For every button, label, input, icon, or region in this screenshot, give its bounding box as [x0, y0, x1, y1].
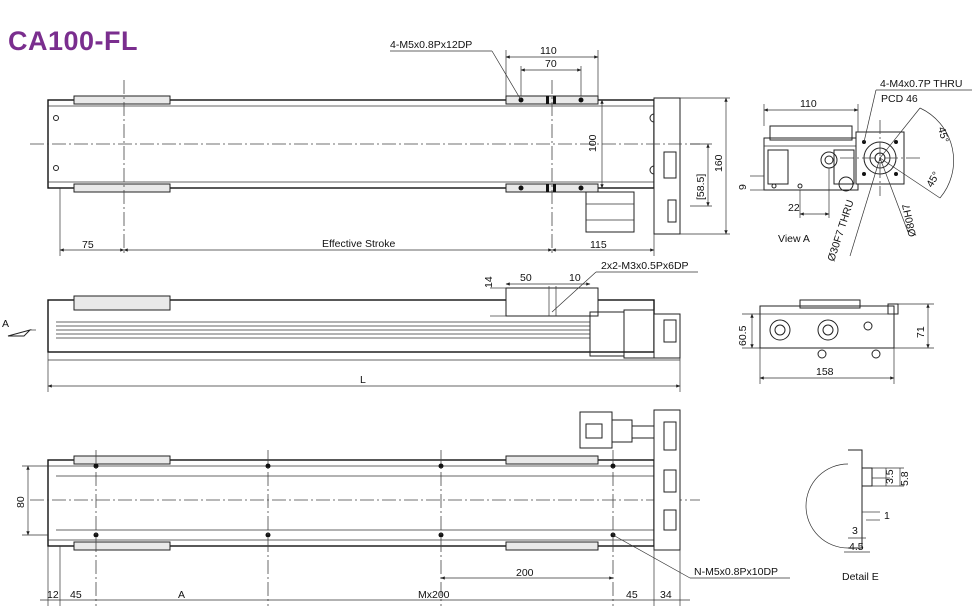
dim-160: 160	[713, 154, 725, 172]
detail-dim-3-5: 3.5	[884, 469, 896, 484]
view-a-label: View A	[778, 233, 810, 245]
effective-stroke-label: Effective Stroke	[322, 238, 396, 250]
callout-2x2-m3-holes: 2x2-M3x0.5Px6DP	[601, 260, 689, 272]
bottom-dim-45-right: 45	[626, 589, 638, 601]
bottom-dim-45-left: 45	[70, 589, 82, 601]
top-view: 110 70 4-M5x0.8Px12DP 100 160 [58.5] 75 …	[30, 39, 730, 256]
dim-58-5: [58.5]	[695, 174, 707, 200]
side-dim-10: 10	[569, 272, 581, 284]
detail-dim-4-5: 4.5	[849, 541, 864, 553]
pcd-46-label: PCD 46	[881, 93, 918, 105]
bore-30f7-label: Ø30F7 THRU	[825, 198, 856, 263]
bottom-dim-12: 12	[47, 589, 59, 601]
view-arrow-a-label: A	[2, 318, 9, 330]
dim-80h7-label: Ø80H7	[900, 203, 919, 238]
view-a-dim-22: 22	[788, 202, 800, 214]
callout-4-m4-thru: 4-M4x0.7P THRU	[880, 78, 962, 90]
detail-dim-3: 3	[852, 525, 858, 537]
side-dim-14: 14	[483, 276, 495, 288]
bottom-dim-200: 200	[516, 567, 534, 579]
dim-100: 100	[587, 134, 599, 152]
bottom-dim-80: 80	[15, 496, 27, 508]
view-a-dim-110: 110	[800, 98, 817, 110]
detail-dim-1: 1	[884, 510, 890, 522]
end-dim-71: 71	[915, 326, 927, 338]
view-a-dim-9: 9	[737, 184, 749, 190]
page-title: CA100-FL	[8, 26, 139, 56]
detail-e-label: Detail E	[842, 571, 879, 583]
side-view: 14 50 10 2x2-M3x0.5Px6DP L A	[2, 260, 698, 392]
angle-45-lower: 45°	[924, 170, 942, 190]
detail-e: 3.5 5.8 1 3 4.5 Detail E	[805, 449, 911, 583]
detail-dim-5-8: 5.8	[899, 471, 911, 486]
dim-110: 110	[540, 45, 557, 57]
end-dim-158: 158	[816, 366, 834, 378]
bottom-dim-34: 34	[660, 589, 672, 601]
side-dim-50: 50	[520, 272, 532, 284]
end-dim-60-5: 60.5	[737, 325, 749, 346]
dim-75: 75	[82, 239, 94, 251]
callout-4-m5-holes: 4-M5x0.8Px12DP	[390, 39, 472, 51]
view-a: 45° 45° 110 4-M4x0.7P THRU PCD 46 9 22 Ø…	[737, 78, 972, 263]
dim-70: 70	[545, 58, 557, 70]
bottom-view: 80 200 N-M5x0.8Px10DP 12 45 A Mx200 45 3…	[15, 409, 790, 606]
angle-45-upper: 45°	[935, 126, 951, 144]
bottom-dim-mx200: Mx200	[418, 589, 450, 601]
callout-n-m5-holes: N-M5x0.8Px10DP	[694, 566, 778, 578]
side-dim-L: L	[360, 374, 366, 386]
dim-115: 115	[590, 239, 607, 251]
end-view: 158 60.5 71	[737, 299, 934, 384]
bottom-dim-A: A	[178, 589, 185, 601]
